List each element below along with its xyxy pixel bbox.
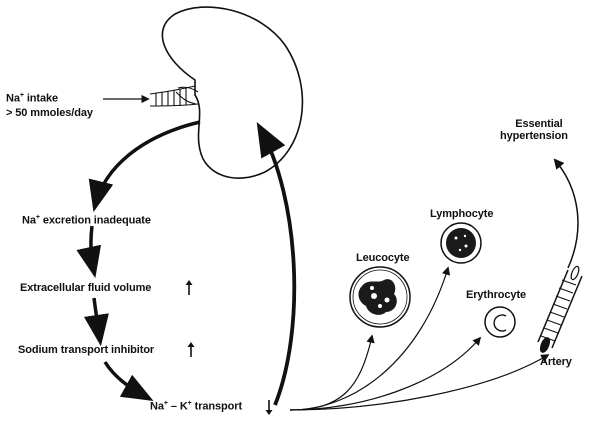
erythrocyte-label: Erythrocyte: [466, 289, 526, 301]
down-arrow-icon: [265, 399, 273, 415]
up-arrow-icon: [185, 280, 193, 296]
transport-label: Na+ – K+ transport: [150, 400, 242, 413]
na-intake-label: Na+ intake: [6, 92, 58, 105]
ecf-volume-label: Extracellular fluid volume: [20, 282, 151, 294]
artery-to-hypertension-arrow: [555, 160, 578, 268]
flow-transport-to-kidney: [260, 128, 294, 405]
hilum-vessels: [150, 86, 198, 106]
flow-inhibitor-to-transport: [105, 362, 148, 398]
lymphocyte-label: Lymphocyte: [430, 208, 493, 220]
sodium-inhibitor-label: Sodium transport inhibitor: [18, 344, 154, 356]
flow-kidney-to-excretion: [95, 122, 200, 206]
lymphocyte-cell: [441, 223, 481, 263]
flow-excretion-to-ecf: [91, 226, 94, 272]
excretion-label: Na+ excretion inadequate: [22, 214, 151, 227]
up-arrow-icon: [187, 342, 195, 358]
kidney-shape: [162, 7, 302, 178]
leucocyte-label: Leucocyte: [356, 252, 410, 264]
flow-ecf-to-inhibitor: [94, 298, 100, 340]
artery-label: Artery: [540, 356, 572, 368]
artery-vessel: [538, 265, 582, 352]
na-intake-amount: > 50 mmoles/day: [6, 107, 93, 119]
leucocyte-cell: [350, 267, 410, 327]
essential-hypertension-label: Essential hypertension: [500, 118, 568, 142]
erythrocyte-cell: [485, 307, 515, 337]
